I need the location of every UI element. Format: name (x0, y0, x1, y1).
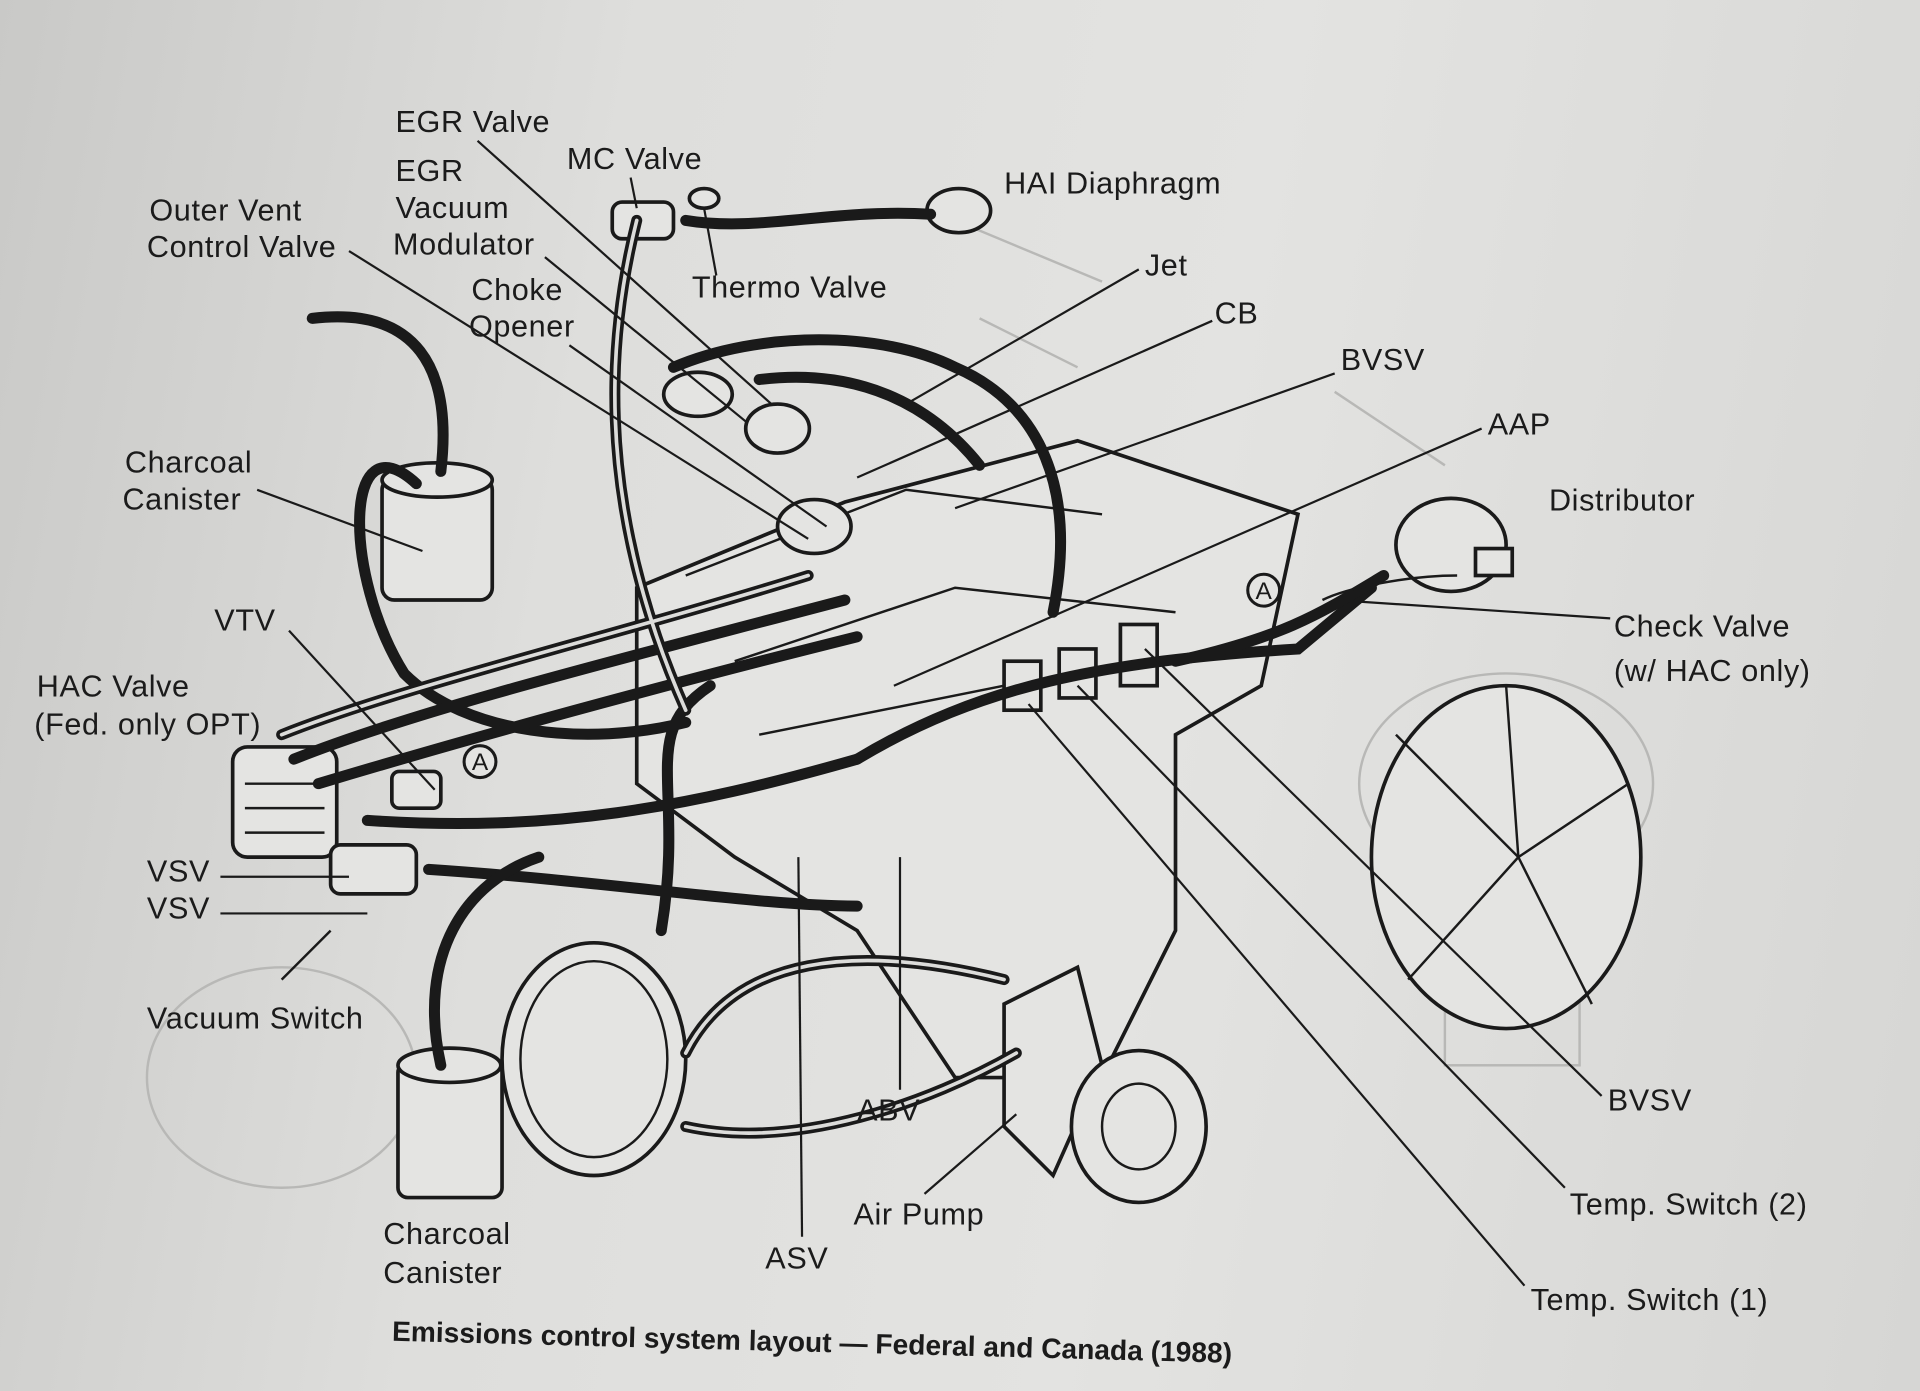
label-check-valve-2: (w/ HAC only) (1614, 654, 1811, 688)
label-bvsv-top: BVSV (1341, 343, 1425, 377)
mc-valve-part (610, 200, 676, 241)
leader-lines (220, 139, 1611, 1287)
hac-valve-part (230, 745, 339, 859)
label-cb: CB (1215, 296, 1259, 330)
choke-opener-part (775, 497, 853, 556)
svg-text:A: A (472, 749, 489, 776)
label-egr-vacuum-modulator-3: Modulator (393, 228, 535, 262)
label-outer-vent-1: Outer Vent (149, 193, 301, 227)
hai-diaphragm-part (925, 186, 993, 235)
air-pump-part (1002, 964, 1208, 1205)
label-egr-vacuum-modulator-2: Vacuum (396, 191, 510, 225)
label-abv: ABV (857, 1093, 920, 1127)
connector-marker-a-right: A (1246, 572, 1282, 608)
distributor-part (1394, 496, 1515, 594)
label-thermo-valve: Thermo Valve (692, 271, 888, 305)
label-aap: AAP (1488, 408, 1551, 442)
label-egr-valve: EGR Valve (396, 105, 551, 139)
label-air-pump: Air Pump (853, 1197, 984, 1231)
caption: Emissions control system layout — Federa… (392, 1316, 1233, 1369)
label-jet: Jet (1145, 249, 1188, 283)
label-charcoal-canister-top-1: Charcoal (125, 446, 252, 480)
labels: EGR Valve EGR Vacuum Modulator MC Valve … (34, 105, 1810, 1369)
label-check-valve-1: Check Valve (1614, 610, 1790, 644)
label-choke-opener-2: Opener (469, 310, 575, 344)
engine-illustration (230, 186, 1643, 1205)
connector-marker-a-left: A (462, 744, 498, 780)
label-vacuum-switch: Vacuum Switch (147, 1002, 364, 1036)
label-bvsv-bottom: BVSV (1608, 1084, 1692, 1118)
label-temp-switch-1: Temp. Switch (1) (1531, 1283, 1769, 1317)
air-cleaner (500, 941, 688, 1178)
vtv-part (390, 769, 443, 810)
charcoal-canister-bottom-part (396, 1046, 504, 1200)
label-distributor: Distributor (1549, 484, 1695, 518)
charcoal-canister-top-part (380, 461, 495, 602)
label-vsv-1: VSV (147, 855, 210, 889)
label-outer-vent-2: Control Valve (147, 230, 336, 264)
label-vsv-2: VSV (147, 891, 210, 925)
fan (1369, 683, 1643, 1031)
label-temp-switch-2: Temp. Switch (2) (1570, 1188, 1808, 1222)
thermo-valve-part (687, 186, 721, 210)
label-hac-valve-2: (Fed. only OPT) (34, 708, 261, 742)
label-charcoal-canister-bottom-2: Canister (383, 1256, 502, 1290)
label-vtv: VTV (214, 604, 275, 638)
svg-text:A: A (1256, 578, 1273, 605)
egr-valve-part (661, 370, 735, 419)
label-charcoal-canister-top-2: Canister (122, 482, 241, 516)
label-egr-vacuum-modulator-1: EGR (396, 154, 464, 188)
label-hac-valve-1: HAC Valve (37, 670, 190, 704)
vsv-part (328, 843, 419, 896)
label-asv: ASV (765, 1242, 828, 1276)
egr-vacuum-modulator-part (743, 402, 812, 455)
label-mc-valve: MC Valve (567, 142, 702, 176)
label-charcoal-canister-bottom-1: Charcoal (383, 1217, 510, 1251)
label-choke-opener-1: Choke (471, 273, 563, 307)
label-hai-diaphragm: HAI Diaphragm (1004, 166, 1221, 200)
